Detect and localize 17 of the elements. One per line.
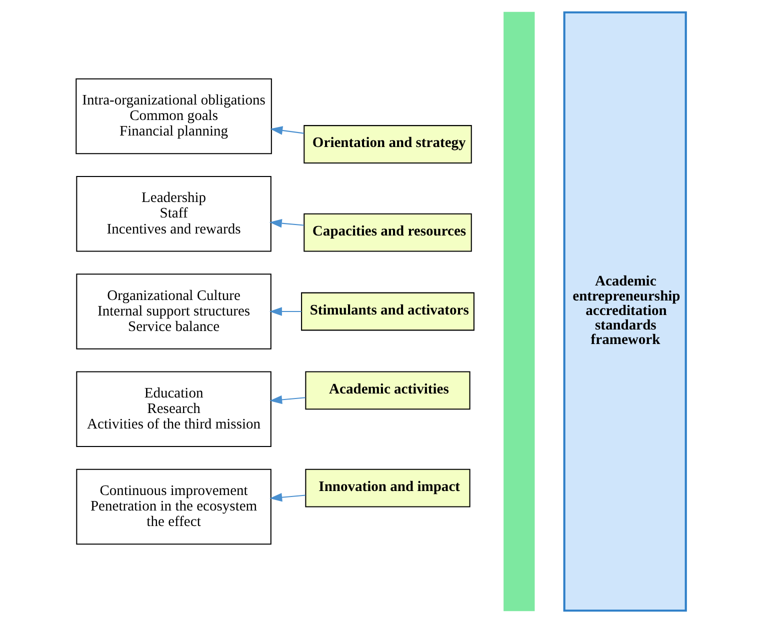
node-box: Leadership Staff Incentives and rewards xyxy=(76,176,271,252)
node-box: Education Research Activities of the third mission xyxy=(76,371,271,448)
node-box: Continuous improvement Penetration in the ecosystem the effect xyxy=(76,468,271,545)
node-box: Intra-organizational obligations Common goals Financial planning xyxy=(75,78,272,154)
node-box: Innovation and impact xyxy=(304,468,470,508)
arrow xyxy=(270,126,304,135)
node-box: Orientation and strategy xyxy=(303,125,472,164)
node-box: Capacities and resources xyxy=(303,213,472,252)
node-bar xyxy=(503,12,534,612)
node-box: Academic activities xyxy=(304,371,470,410)
arrow xyxy=(268,307,301,316)
node-box: Academic entrepreneurship accreditation standards framework xyxy=(562,11,686,612)
node-box: Stimulants and activators xyxy=(300,292,474,331)
node-box: Organizational Culture Internal support structures Service balance xyxy=(76,274,271,350)
arrow xyxy=(268,218,304,228)
arrow xyxy=(269,492,305,502)
arrow xyxy=(269,395,305,404)
